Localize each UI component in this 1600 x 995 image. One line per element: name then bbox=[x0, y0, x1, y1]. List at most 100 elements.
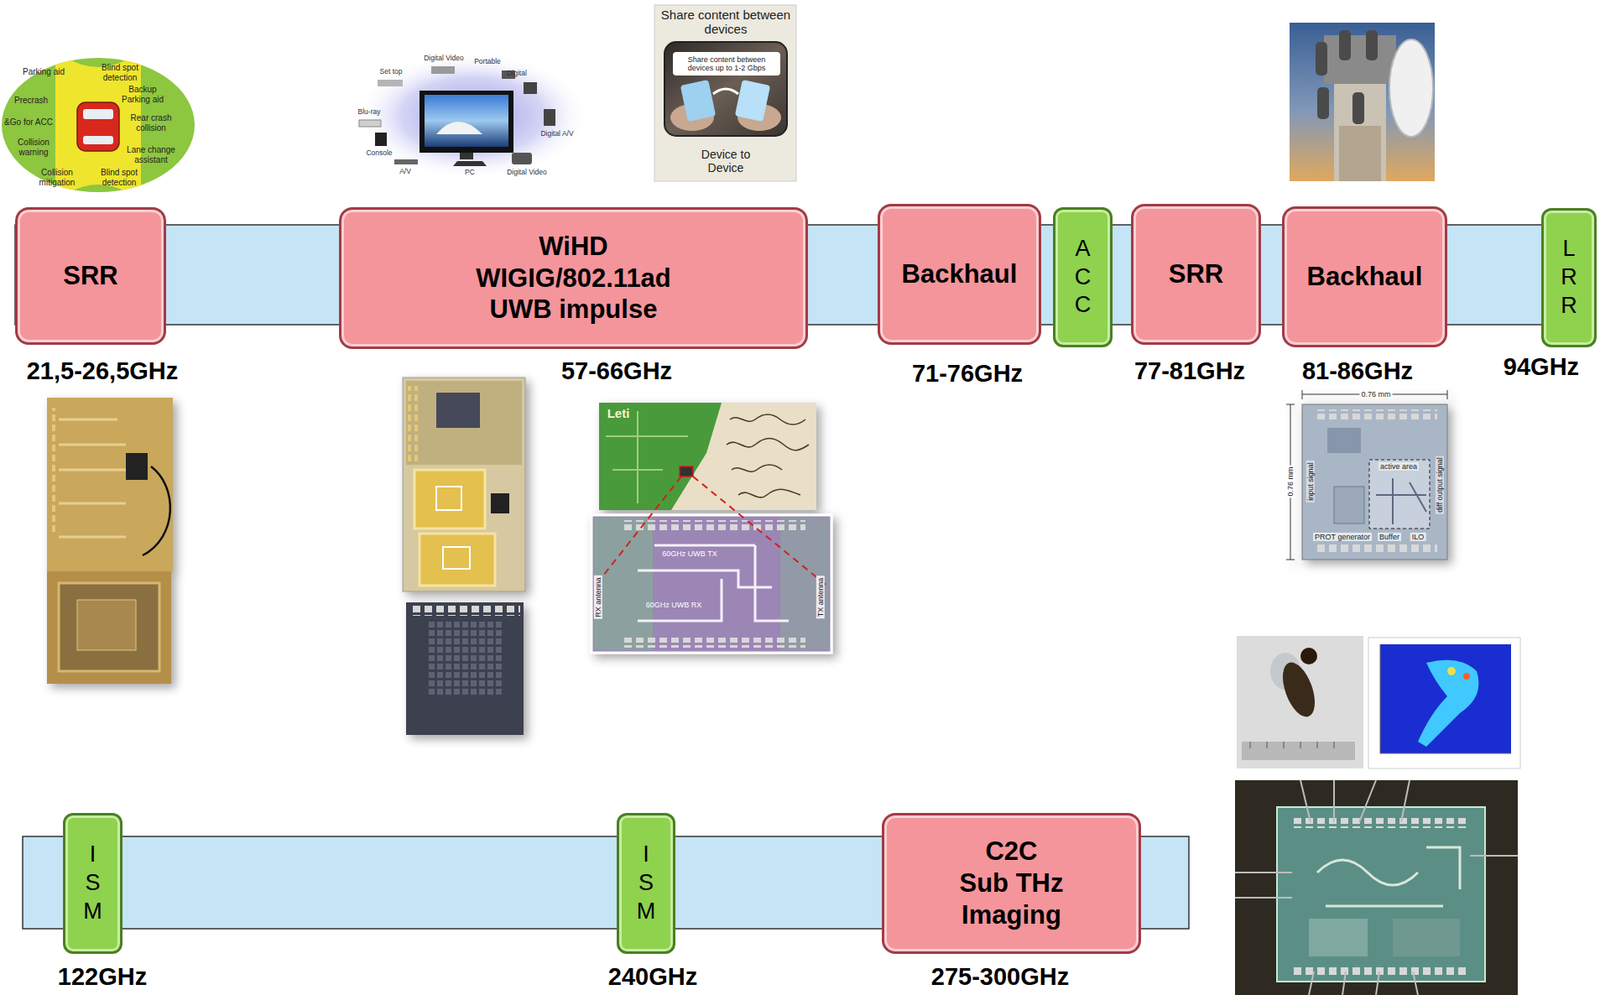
thz-chip-photo-part bbox=[1392, 918, 1460, 957]
home-devices-picture-part bbox=[354, 52, 590, 180]
picture-caption: Share content between devices bbox=[658, 7, 793, 37]
uwb-chip-photo-part bbox=[591, 515, 832, 653]
thz-chip-photo-part bbox=[1235, 780, 1518, 995]
device-to-device-picture-part bbox=[734, 79, 771, 122]
home-devices-picture-part bbox=[453, 161, 487, 167]
frequency-label: 94GHz bbox=[1503, 353, 1580, 381]
band-marker: LRR bbox=[1541, 208, 1597, 348]
band-marker: ISM bbox=[616, 813, 676, 954]
radar-board-photo-part bbox=[77, 599, 136, 651]
wigig-module-photo-part bbox=[409, 605, 521, 616]
backhaul-tower-picture-part bbox=[1289, 22, 1435, 182]
radar-function-label: Parking aid bbox=[22, 67, 65, 78]
backhaul-tower-picture bbox=[1289, 22, 1435, 182]
uwb-chip-photo-part bbox=[605, 411, 688, 504]
home-devices-picture-part bbox=[375, 132, 387, 146]
insect-photo-part bbox=[1241, 741, 1356, 761]
wigig-module-photo-part bbox=[442, 547, 470, 569]
device-to-device-picture bbox=[654, 5, 797, 182]
device-label: PC bbox=[464, 168, 475, 178]
backhaul-tower-picture-part bbox=[1365, 30, 1378, 61]
radar-function-label: &Go for ACC bbox=[4, 117, 53, 128]
radar-board-photo-part bbox=[142, 466, 171, 556]
car-radar-picture-part bbox=[83, 109, 114, 120]
application-box: Backhaul bbox=[877, 203, 1042, 345]
node-label: LRR bbox=[1558, 234, 1580, 320]
device-label: Blu-ray bbox=[358, 108, 381, 117]
dimension-label: 0.76 mm bbox=[1359, 390, 1392, 399]
frequency-label: 275-300GHz bbox=[931, 963, 1069, 991]
uwb-chip-photo-part bbox=[599, 402, 817, 511]
wigig-module-photo-part bbox=[490, 493, 510, 514]
backhaul-tower-picture-part bbox=[1352, 92, 1365, 125]
uwb-chip-photo-part bbox=[637, 545, 789, 621]
band-marker: ISM bbox=[62, 813, 123, 954]
thz-image-part bbox=[1380, 644, 1512, 754]
wigig-module-photo-part bbox=[402, 377, 526, 592]
radar-board-photo-part bbox=[125, 453, 148, 480]
pulse-generator-chip-part bbox=[1302, 404, 1448, 560]
node-label: SRR bbox=[62, 260, 118, 292]
thz-chip-photo-part bbox=[1235, 780, 1518, 995]
node-label: Backhaul bbox=[1307, 260, 1423, 293]
home-devices-picture-part bbox=[424, 94, 509, 147]
pulse-generator-chip-part bbox=[1302, 390, 1448, 400]
backhaul-tower-picture-part bbox=[1339, 125, 1382, 182]
device-to-device-picture-part bbox=[672, 52, 781, 76]
wigig-module-photo-part bbox=[406, 380, 522, 465]
home-devices-picture-part bbox=[359, 119, 381, 127]
application-box: WiHDWIGIG/802.11adUWB impulse bbox=[338, 207, 808, 350]
wigig-module-photo-part bbox=[407, 385, 418, 462]
home-devices-picture-part bbox=[523, 82, 537, 94]
signal-label: input signal bbox=[1306, 460, 1315, 503]
radar-function-label: Precrash bbox=[14, 95, 48, 106]
uwb-chip-photo-part bbox=[599, 402, 722, 511]
frequency-label: 122GHz bbox=[57, 963, 147, 991]
wigig-module-photo-part bbox=[427, 620, 504, 697]
radar-board-photo-part bbox=[48, 407, 56, 534]
car-radar-picture-part bbox=[77, 102, 120, 152]
insect-photo-part bbox=[1236, 635, 1364, 769]
uwb-chip-photo-part bbox=[620, 637, 806, 648]
frequency-label: 71-76GHz bbox=[912, 359, 1023, 388]
node-label: ISM bbox=[82, 840, 103, 926]
thz-image-part bbox=[1417, 660, 1480, 747]
device-label: Digital Video bbox=[423, 54, 464, 63]
backhaul-tower-picture-part bbox=[1334, 79, 1387, 182]
thz-image-part bbox=[1380, 644, 1512, 754]
frequency-label: 77-81GHz bbox=[1134, 357, 1246, 386]
node-label: C2C bbox=[985, 835, 1038, 868]
chip-pin-label: TX antenna bbox=[816, 576, 825, 620]
chip-pin-label: RX antenna bbox=[594, 575, 603, 620]
node-label: Sub THz bbox=[959, 867, 1064, 900]
wigig-module-photo-part bbox=[406, 602, 524, 735]
frequency-label: 57-66GHz bbox=[561, 357, 673, 386]
device-label: Set top bbox=[380, 67, 403, 77]
device-label: Digital Video bbox=[506, 168, 548, 178]
radar-function-label: Backup Parking aid bbox=[119, 84, 167, 105]
device-to-device-picture-part bbox=[680, 79, 716, 122]
home-devices-picture bbox=[354, 52, 590, 180]
pulse-generator-chip-part bbox=[1334, 486, 1365, 524]
device-to-device-picture-part bbox=[654, 5, 797, 182]
thz-chip-photo-part bbox=[1292, 818, 1469, 829]
chip-block-label: PROT generator bbox=[1313, 532, 1372, 542]
uwb-chip-photo bbox=[591, 402, 832, 653]
radar-board-photo-part bbox=[46, 571, 172, 684]
picture-caption: Device to Device bbox=[692, 147, 760, 175]
home-devices-picture-part bbox=[394, 159, 418, 165]
signal-label: diff output signal bbox=[1435, 455, 1444, 514]
uwb-chip-photo-part bbox=[679, 466, 694, 477]
picture-caption: Share content between devices up to 1-2 … bbox=[676, 55, 777, 73]
wigig-module-photo bbox=[402, 377, 526, 735]
home-devices-picture-part bbox=[511, 152, 532, 165]
device-label: Portable bbox=[474, 57, 501, 67]
backhaul-tower-picture-part bbox=[1323, 35, 1397, 84]
node-label: WiHD bbox=[538, 230, 608, 263]
device-to-device-picture-part bbox=[713, 88, 739, 94]
pulse-generator-chip-part bbox=[1375, 478, 1427, 525]
frequency-label: 81-86GHz bbox=[1302, 357, 1413, 386]
node-label: SRR bbox=[1168, 258, 1224, 291]
